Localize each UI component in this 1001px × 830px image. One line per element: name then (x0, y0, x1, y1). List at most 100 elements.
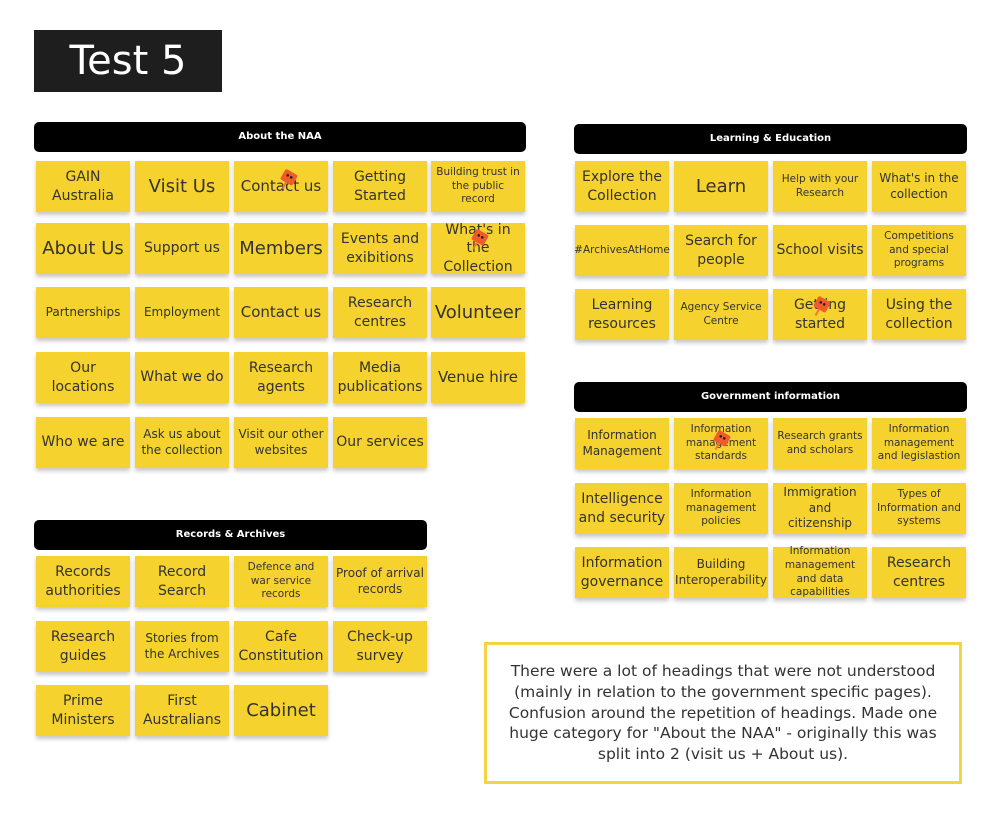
sticky-note[interactable]: Research centres (872, 547, 966, 598)
sticky-note[interactable]: Events and exibitions (333, 223, 427, 274)
sticky-text: Records authorities (45, 564, 121, 599)
group-header-learning[interactable]: Learning & Education (574, 124, 967, 154)
sticky-note[interactable]: Partnerships (36, 287, 130, 338)
sticky-text: Contact us (240, 302, 322, 321)
sticky-note[interactable]: Research centres (333, 287, 427, 338)
sticky-note[interactable]: Employment (135, 287, 229, 338)
sticky-text: Immigration and citizenship (783, 485, 857, 531)
sticky-note[interactable]: Building Interoperability (674, 547, 768, 598)
sticky-text: Check-up survey (347, 629, 413, 664)
sticky-text: Search for people (685, 233, 757, 268)
sticky-text: Research grants and scholars (777, 429, 863, 456)
sticky-note[interactable]: Defence and war service records (234, 556, 328, 607)
sticky-note[interactable]: Information management policies (674, 483, 768, 534)
sticky-text: Who we are (41, 434, 125, 451)
sticky-text: Visit our other websites (238, 426, 324, 457)
sticky-note[interactable]: Contact us (234, 161, 328, 212)
sticky-note[interactable]: Building trust in the public record (431, 161, 525, 212)
sticky-note[interactable]: #ArchivesAtHome (574, 225, 670, 276)
sticky-note[interactable]: Immigration and citizenship (773, 483, 867, 534)
sticky-note[interactable]: Search for people (674, 225, 768, 276)
sticky-note[interactable]: Getting Started (333, 161, 427, 212)
comment-text: There were a lot of headings that were n… (508, 661, 938, 764)
sticky-note[interactable]: Our locations (36, 352, 130, 403)
sticky-text: Volunteer (434, 301, 522, 323)
sticky-note[interactable]: What's in the Collection (431, 222, 525, 275)
sticky-note[interactable]: Stories from the Archives (135, 621, 229, 672)
sticky-text: Types of Information and systems (877, 488, 961, 528)
sticky-note[interactable]: Research guides (36, 621, 130, 672)
group-header-about[interactable]: About the NAA (34, 122, 526, 152)
sticky-note[interactable]: Check-up survey (333, 621, 427, 672)
sticky-note[interactable]: Intelligence and security (575, 483, 669, 534)
sticky-note[interactable]: Proof of arrival records (333, 556, 427, 607)
sticky-note[interactable]: Support us (135, 223, 229, 274)
sticky-note[interactable]: First Australians (135, 685, 229, 736)
sticky-note[interactable]: Visit our other websites (234, 417, 328, 468)
sticky-note[interactable]: Information management and legislastion (872, 418, 966, 469)
pin-icon (713, 430, 731, 451)
sticky-note[interactable]: Visit Us (135, 161, 229, 212)
sticky-note[interactable]: Competitions and special programs (872, 225, 966, 276)
sticky-text: Information management standards (686, 423, 756, 463)
sticky-text: Learn (695, 175, 747, 197)
sticky-note[interactable]: Information management and data capabili… (773, 545, 867, 598)
sticky-note[interactable]: Record Search (135, 556, 229, 607)
sticky-note[interactable]: Explore the Collection (575, 161, 669, 212)
sticky-note[interactable]: Getting started (773, 289, 867, 340)
sticky-note[interactable]: Research agents (234, 352, 328, 403)
pin-icon (813, 296, 831, 317)
sticky-note[interactable]: Ask us about the collection (135, 417, 229, 468)
sticky-text: Cabinet (246, 699, 316, 721)
sticky-text: Intelligence and security (578, 491, 666, 526)
group-header-records[interactable]: Records & Archives (34, 520, 427, 550)
sticky-text: Information management policies (685, 488, 757, 528)
sticky-text: Our locations (51, 360, 115, 395)
sticky-note[interactable]: About Us (36, 223, 130, 274)
sticky-text: Help with your Research (781, 172, 859, 199)
sticky-note[interactable]: Who we are (36, 417, 130, 468)
sticky-text: Learning resources (588, 297, 656, 332)
sticky-text: #ArchivesAtHome (574, 243, 670, 256)
sticky-text: Visit Us (148, 175, 216, 197)
sticky-text: First Australians (142, 693, 222, 728)
sticky-note[interactable]: Volunteer (431, 287, 525, 338)
sticky-note[interactable]: Learning resources (575, 289, 669, 340)
sticky-note[interactable]: Our services (333, 417, 427, 468)
sticky-text: Record Search (157, 564, 207, 599)
sticky-note[interactable]: GAIN Australia (36, 161, 130, 212)
sticky-note[interactable]: Members (234, 223, 328, 274)
sticky-note[interactable]: Using the collection (872, 289, 966, 340)
sticky-text: Research centres (347, 295, 413, 330)
sticky-note[interactable]: Learn (674, 161, 768, 212)
sticky-note[interactable]: Cabinet (234, 685, 328, 736)
sticky-note[interactable]: Information governance (575, 547, 669, 598)
sticky-note[interactable]: What we do (135, 352, 229, 403)
sticky-text: Partnerships (45, 304, 121, 319)
sticky-note[interactable]: Venue hire (431, 352, 525, 403)
sticky-text: Research guides (50, 629, 116, 664)
sticky-text: Ask us about the collection (141, 426, 223, 457)
sticky-note[interactable]: Types of Information and systems (872, 483, 966, 534)
sticky-note[interactable]: Research grants and scholars (773, 418, 867, 469)
sticky-text: Our services (336, 434, 424, 451)
sticky-text: Events and exibitions (340, 231, 420, 266)
sticky-note[interactable]: Contact us (234, 287, 328, 338)
sticky-note[interactable]: Agency Service Centre (674, 289, 768, 340)
sticky-note[interactable]: Prime Ministers (36, 685, 130, 736)
sticky-text: Proof of arrival records (336, 565, 424, 596)
sticky-note[interactable]: Records authorities (36, 556, 130, 607)
sticky-note[interactable]: Information Management (575, 418, 669, 469)
sticky-note[interactable]: School visits (773, 225, 867, 276)
sticky-note[interactable]: Help with your Research (773, 161, 867, 212)
sticky-text: Building Interoperability (675, 556, 767, 587)
sticky-text: Support us (144, 240, 220, 257)
sticky-note[interactable]: Cafe Constitution (234, 621, 328, 672)
sticky-note[interactable]: Media publications (333, 352, 427, 403)
sticky-note[interactable]: Information management standards (674, 418, 768, 469)
sticky-text: Competitions and special programs (884, 230, 954, 270)
sticky-note[interactable]: What's in the collection (872, 161, 966, 212)
comment-box[interactable]: There were a lot of headings that were n… (484, 642, 962, 784)
sticky-text: Cafe Constitution (238, 629, 324, 664)
group-header-government[interactable]: Government information (574, 382, 967, 412)
